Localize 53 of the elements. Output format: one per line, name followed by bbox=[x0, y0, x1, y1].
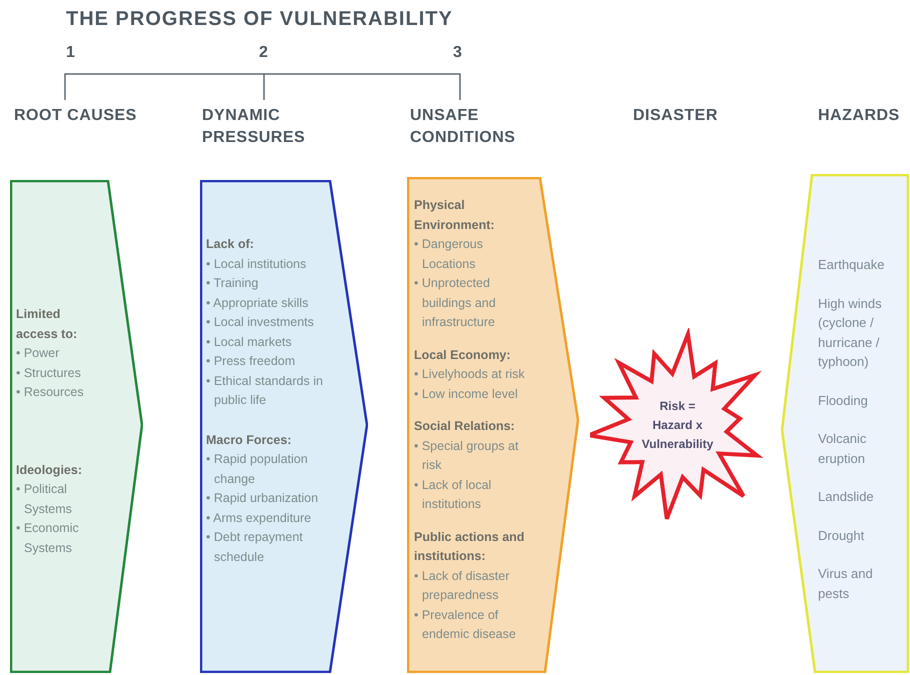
step-number: 2 bbox=[259, 43, 268, 63]
section-heading: Public actions and institutions: bbox=[414, 528, 526, 565]
step-number: 3 bbox=[453, 43, 462, 63]
section-heading: Macro Forces: bbox=[206, 432, 292, 448]
section-heading: Physical Environment: bbox=[414, 197, 496, 234]
list-item: • Lack of disaster preparedness bbox=[414, 568, 510, 604]
hazard-item: Earthquake bbox=[818, 256, 886, 274]
list-item: • Local institutions bbox=[206, 256, 308, 272]
list-item: • Resources bbox=[16, 384, 85, 401]
list-item: • Rapid population change bbox=[206, 451, 309, 488]
list-item: • Structures bbox=[16, 364, 82, 382]
list-item: • Unprotected buildings and infrastructure bbox=[414, 275, 497, 331]
chevron-panel bbox=[200, 180, 368, 673]
list-item: • Power bbox=[16, 345, 60, 362]
list-item: • Debt repayment schedule bbox=[206, 529, 304, 566]
list-item: • Ethical standards in public life bbox=[206, 372, 324, 409]
formula-text: Risk = Hazard x Vulnerability bbox=[640, 398, 714, 453]
list-item: • Appropriate skills bbox=[206, 294, 310, 312]
section-heading: Limited access to: bbox=[16, 306, 78, 342]
list-item: • Special groups at risk bbox=[414, 438, 520, 474]
list-item: • Political Systems bbox=[16, 481, 73, 518]
column-heading: DYNAMIC PRESSURES bbox=[202, 106, 306, 148]
list-item: • Local investments bbox=[206, 314, 315, 331]
hazard-item: Virus and pests bbox=[818, 565, 874, 603]
column-heading: DISASTER bbox=[633, 106, 718, 126]
hazards-chevron bbox=[781, 174, 909, 673]
column-heading: HAZARDS bbox=[818, 106, 900, 126]
hazard-item: High winds (cyclone / hurricane / typhoon) bbox=[818, 294, 883, 371]
hazard-item: Flooding bbox=[818, 392, 869, 410]
step-number: 1 bbox=[66, 43, 76, 63]
list-item: • Training bbox=[206, 275, 260, 292]
hazard-item: Volcanic eruption bbox=[818, 430, 868, 468]
list-item: • Press freedom bbox=[206, 353, 296, 370]
hazard-item: Landslide bbox=[818, 488, 875, 506]
list-item: • Low income level bbox=[414, 386, 519, 402]
section-heading: Lack of: bbox=[206, 236, 255, 253]
list-item: • Dangerous Locations bbox=[414, 236, 484, 272]
list-item: • Rapid urbanization bbox=[206, 490, 320, 507]
title: THE PROGRESS OF VULNERABILITY bbox=[66, 8, 453, 30]
hazard-item: Drought bbox=[818, 526, 866, 545]
list-item: • Livelyhoods at risk bbox=[414, 366, 526, 383]
column-heading: ROOT CAUSES bbox=[14, 106, 137, 126]
list-item: • Lack of local institutions bbox=[414, 476, 492, 513]
chevron-panel bbox=[407, 177, 579, 673]
section-heading: Ideologies: bbox=[16, 462, 83, 479]
list-item: • Local markets bbox=[206, 334, 293, 350]
list-item: • Arms expenditure bbox=[206, 510, 312, 527]
section-heading: Social Relations: bbox=[414, 418, 516, 435]
column-heading: UNSAFE CONDITIONS bbox=[410, 106, 516, 148]
list-item: • Economic Systems bbox=[16, 520, 80, 557]
chevron-panel bbox=[10, 180, 143, 673]
section-heading: Local Economy: bbox=[414, 346, 512, 364]
list-item: • Prevalence of endemic disease bbox=[414, 606, 517, 643]
